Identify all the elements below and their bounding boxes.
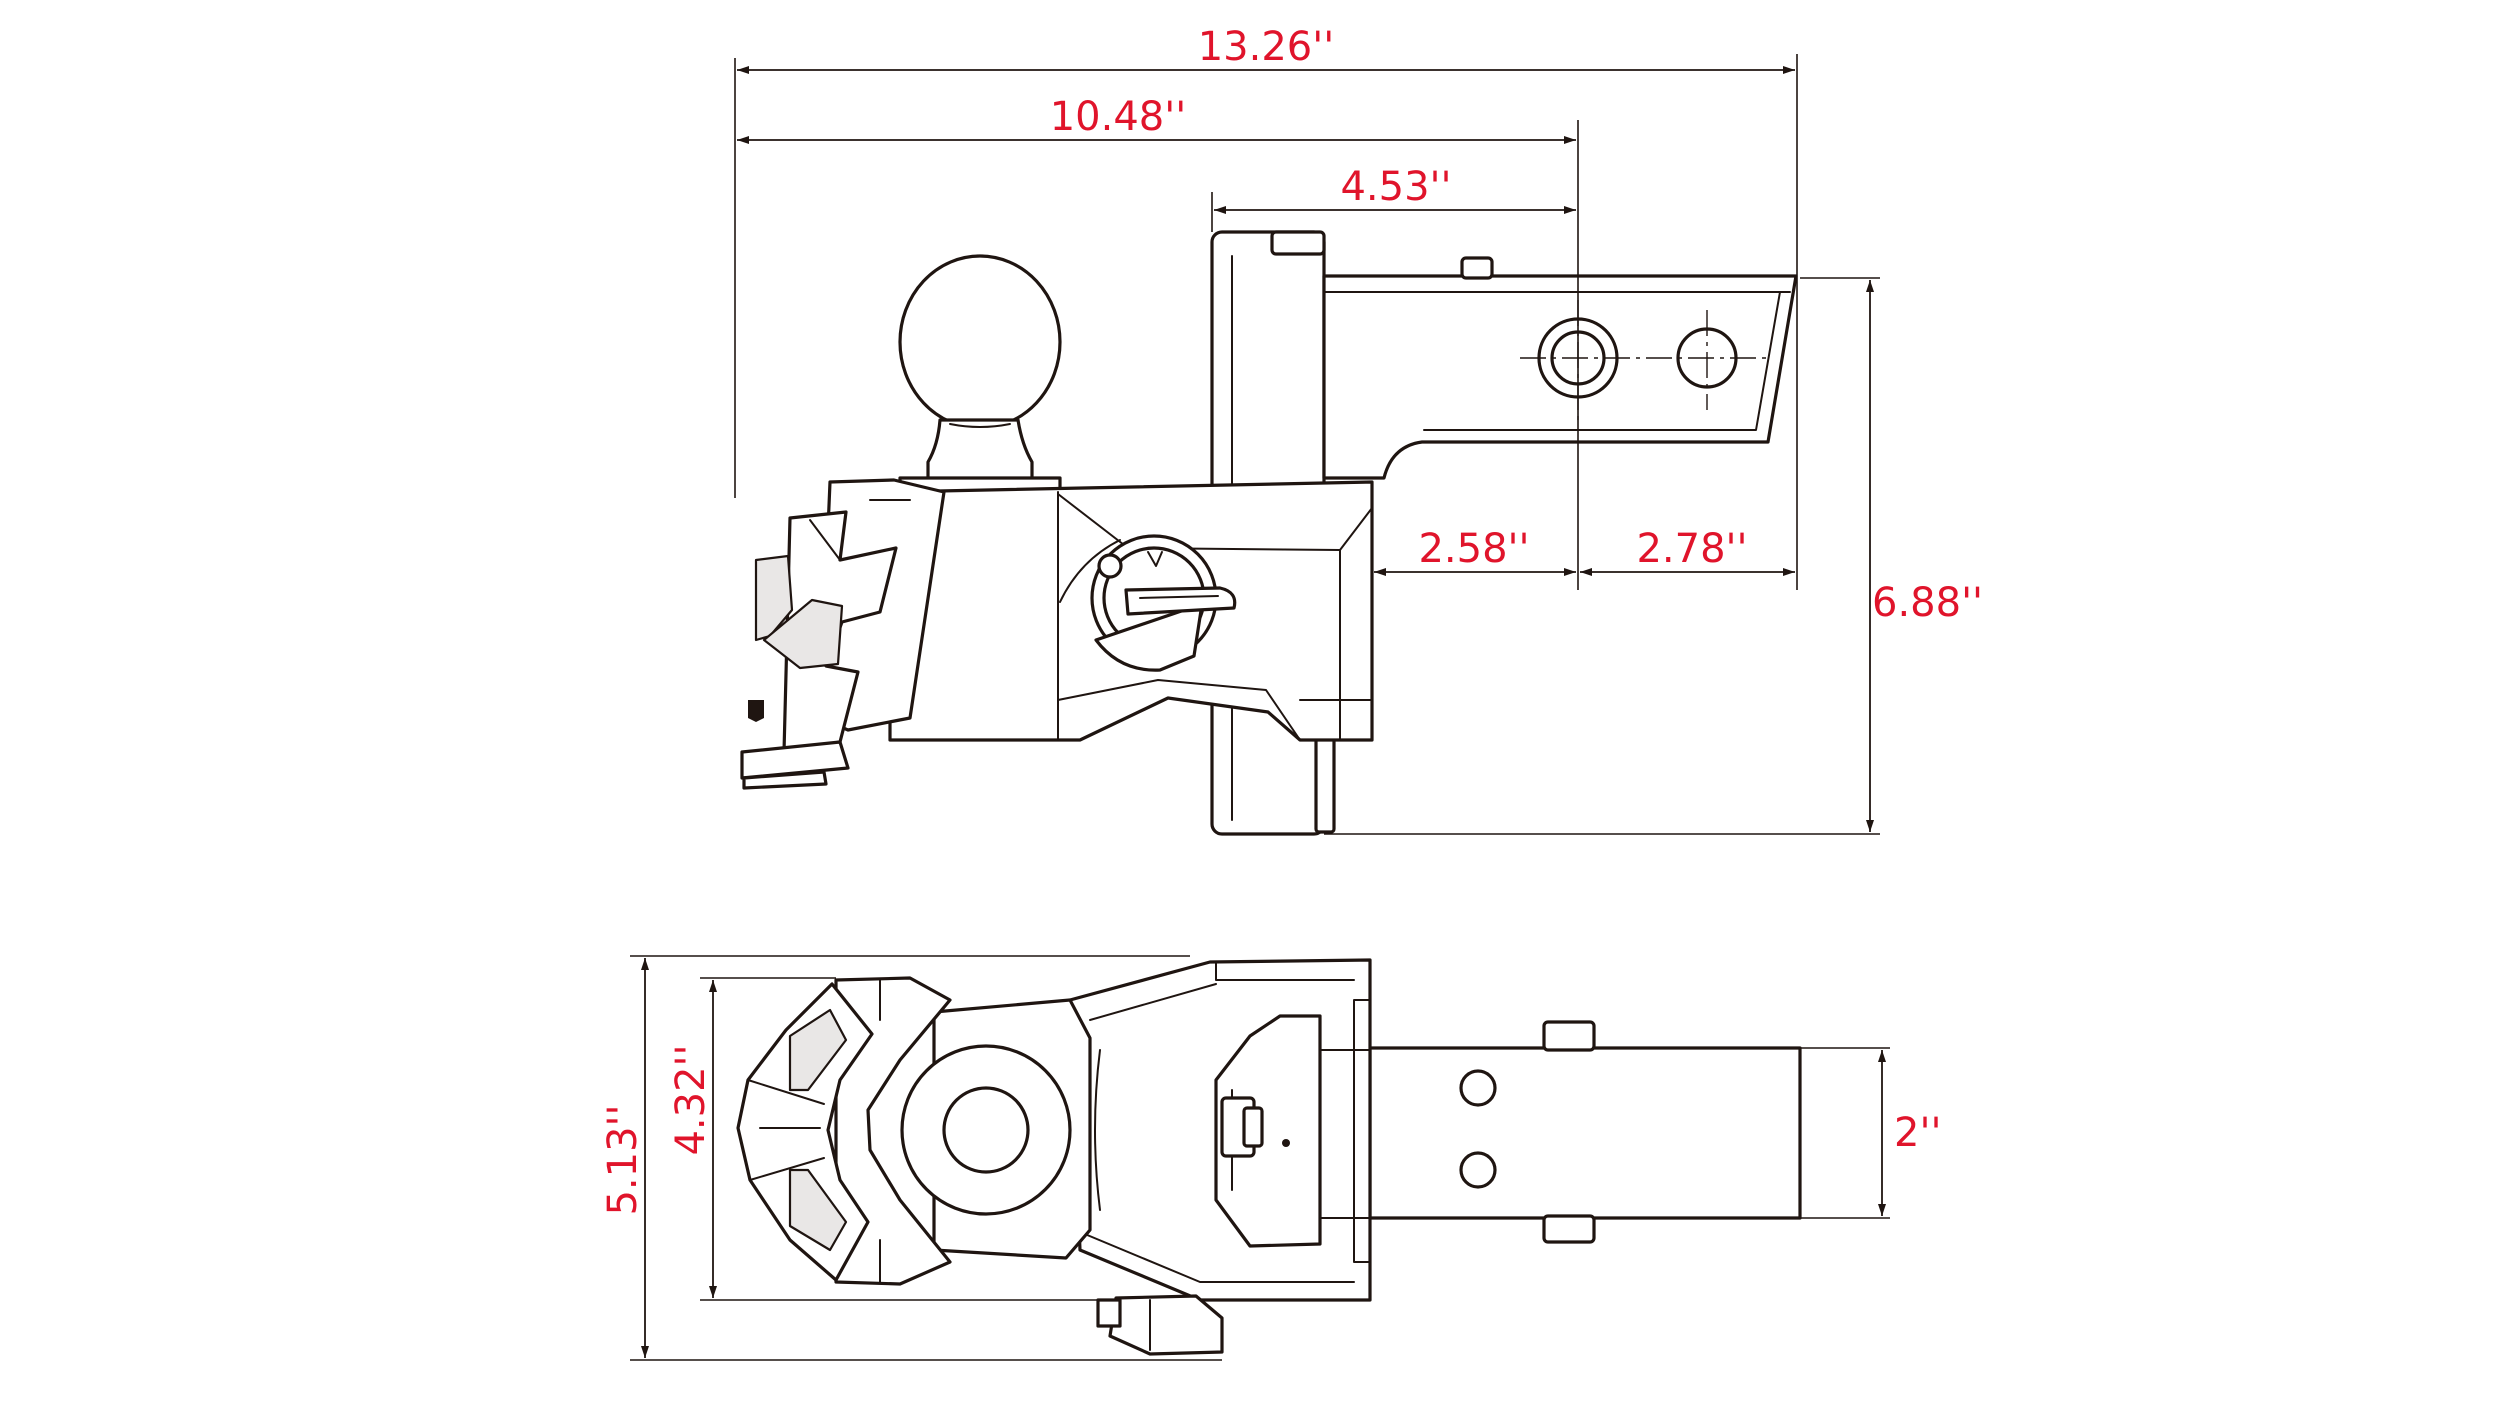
- dim-label-body-width: 4.32'': [668, 1044, 714, 1155]
- front-shield: [740, 478, 946, 790]
- dim-label-shank-to-pin: 4.53'': [1340, 164, 1451, 210]
- lock-housing: [1214, 1014, 1371, 1248]
- dim-label-pin-to-end: 2.78'': [1636, 526, 1747, 572]
- dim-label-pin-to-ball: 10.48'': [1050, 94, 1187, 140]
- dim-label-shank-width: 2'': [1894, 1110, 1941, 1156]
- dim-overall-width: 5.13'': [600, 958, 649, 1358]
- top-view: [736, 958, 1802, 1356]
- dim-overall-height: 6.88'': [1866, 280, 1983, 832]
- dim-pin-to-ball: 10.48'': [737, 94, 1576, 144]
- top-knob: [1096, 1294, 1224, 1356]
- dim-overall-length: 13.26'': [737, 24, 1795, 74]
- dim-label-overall-width: 5.13'': [600, 1104, 646, 1215]
- dim-riser-to-pin: 2.58'': [1374, 526, 1576, 576]
- receiver-shank: [1322, 256, 1798, 480]
- hitch-ball: [898, 254, 1062, 494]
- dim-pin-to-end: 2.78'': [1580, 526, 1795, 576]
- dimensions: 13.26'' 10.48'' 4.53'' 2.58'' 2.78'' 6.8…: [600, 24, 1983, 1361]
- dim-label-riser-to-pin: 2.58'': [1418, 526, 1529, 572]
- dim-label-overall-length: 13.26'': [1198, 24, 1335, 70]
- dim-shank-width: 2'': [1878, 1050, 1941, 1216]
- locking-knob: [1090, 534, 1237, 672]
- top-shield: [736, 976, 952, 1286]
- side-view: [740, 230, 1798, 836]
- dim-label-overall-height: 6.88'': [1872, 580, 1983, 626]
- top-ball: [900, 998, 1092, 1260]
- dim-shank-to-pin: 4.53'': [1214, 164, 1576, 214]
- top-shank: [1368, 1020, 1802, 1244]
- dim-body-width: 4.32'': [668, 980, 717, 1298]
